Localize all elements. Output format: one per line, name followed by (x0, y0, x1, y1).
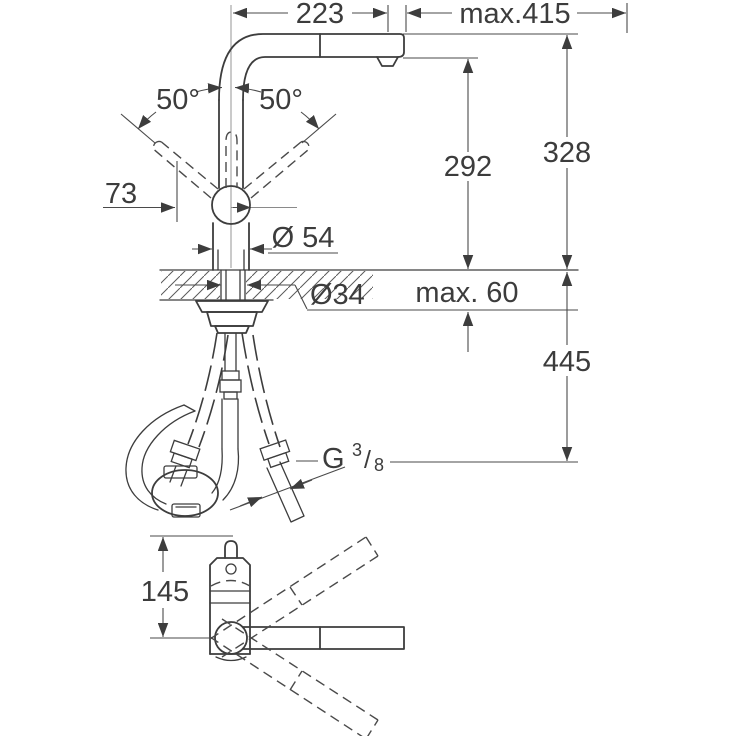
dim-angle-left: 50° (156, 84, 200, 116)
thread-label-numerator: 3 (352, 440, 362, 460)
pullout-hose (211, 332, 242, 501)
dim-angle-right: 50° (259, 84, 303, 116)
body-pin (224, 540, 238, 559)
supply-nut-left (169, 439, 201, 469)
hose-set (125, 332, 305, 523)
dim-lever-offset: 73 (105, 178, 137, 210)
front-view: 223 max.415 50° 50° 73 Ø 54 (103, 0, 628, 523)
dim-body-diameter: Ø 54 (272, 222, 335, 254)
dim-max-pullout: max.415 (459, 0, 570, 30)
dimensions-top: 145 (141, 535, 233, 639)
swivel-collar (214, 621, 248, 655)
dimensions-front: 223 max.415 50° 50° 73 Ø 54 (103, 0, 628, 511)
supply-hose-left (187, 332, 218, 445)
hose-loop (125, 404, 196, 511)
lever-upright (225, 131, 238, 188)
thread-label-denominator: 8 (374, 455, 384, 475)
thread-end-g38 (266, 461, 305, 523)
dim-outlet-height: 292 (444, 151, 492, 183)
dim-spout-top-height: 328 (543, 137, 591, 169)
top-view: 145 (141, 535, 405, 736)
supply-hose-right (241, 332, 270, 445)
hose-weight (151, 465, 219, 518)
spray-outlet-nub (376, 56, 399, 67)
dim-hole-diameter: Ø34 (310, 279, 365, 311)
dim-hose-drop: 445 (543, 346, 591, 378)
body-shadow (215, 656, 247, 662)
dim-max-counter: max. 60 (415, 277, 518, 309)
thread-label-slash: / (364, 446, 371, 474)
supply-nut-right (259, 439, 291, 469)
top-view-body (209, 540, 251, 662)
dim-swivel-body-height: 145 (141, 576, 189, 608)
body-screw (225, 563, 237, 575)
lever-tilt-left (161, 141, 219, 190)
dim-spout-projection: 223 (296, 0, 344, 30)
lever-tilt-right (243, 141, 302, 190)
thread-label-g: G (322, 443, 345, 475)
top-view-spout (242, 626, 405, 650)
